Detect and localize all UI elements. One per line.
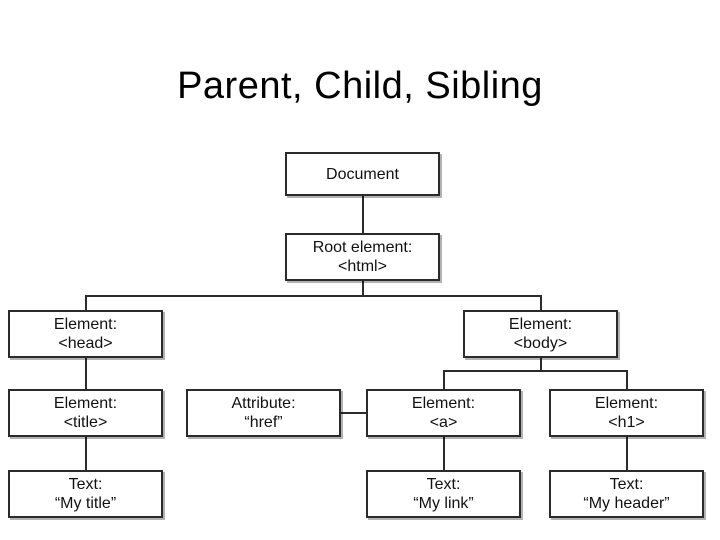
node-element-h1-line1: Element: xyxy=(594,395,659,412)
node-text-my-link-line1: Text: xyxy=(426,476,461,493)
node-text-my-title-line2: “My title” xyxy=(54,495,117,512)
node-attribute-href[interactable]: Attribute: “href” xyxy=(186,389,341,437)
connector-h1-text xyxy=(626,437,628,470)
node-text-my-header-line1: Text: xyxy=(609,476,644,493)
connector-body-h1 xyxy=(626,370,628,389)
node-root-element[interactable]: Root element: <html> xyxy=(285,233,440,281)
node-root-element-line2: <html> xyxy=(338,258,387,275)
page-title: Parent, Child, Sibling xyxy=(177,65,543,108)
node-element-body-line2: <body> xyxy=(513,335,568,352)
node-element-a[interactable]: Element: <a> xyxy=(366,389,521,437)
node-element-body-line1: Element: xyxy=(508,316,573,333)
node-element-h1-line2: <h1> xyxy=(608,414,645,431)
node-document-line1: Document xyxy=(326,165,399,183)
node-element-head[interactable]: Element: <head> xyxy=(8,310,163,358)
node-document[interactable]: Document xyxy=(285,152,440,196)
connector-document-root xyxy=(362,196,364,233)
node-root-element-line1: Root element: xyxy=(312,239,413,256)
connector-root-head xyxy=(85,295,87,310)
node-element-h1[interactable]: Element: <h1> xyxy=(549,389,704,437)
connector-body-a xyxy=(443,370,445,389)
node-text-my-link-line2: “My link” xyxy=(413,495,474,512)
connector-body-bus xyxy=(443,370,628,372)
node-text-my-title-line1: Text: xyxy=(68,476,103,493)
connector-root-down xyxy=(362,281,364,296)
node-text-my-link[interactable]: Text: “My link” xyxy=(366,470,521,518)
node-attribute-href-line2: “href” xyxy=(244,414,283,431)
connector-title-text xyxy=(85,437,87,470)
node-element-a-line1: Element: xyxy=(411,395,476,412)
node-element-body[interactable]: Element: <body> xyxy=(463,310,618,358)
node-element-title-line1: Element: xyxy=(53,395,118,412)
connector-a-text xyxy=(443,437,445,470)
node-text-my-header[interactable]: Text: “My header” xyxy=(549,470,704,518)
connector-head-title xyxy=(85,358,87,389)
node-element-a-line2: <a> xyxy=(429,414,458,431)
node-text-my-header-line2: “My header” xyxy=(583,495,670,512)
connector-href-a xyxy=(341,412,366,414)
connector-body-down xyxy=(540,358,542,371)
node-element-title-line2: <title> xyxy=(63,414,108,431)
node-element-head-line2: <head> xyxy=(58,335,113,352)
node-element-title[interactable]: Element: <title> xyxy=(8,389,163,437)
connector-root-bus xyxy=(85,295,541,297)
node-element-head-line1: Element: xyxy=(53,316,118,333)
node-text-my-title[interactable]: Text: “My title” xyxy=(8,470,163,518)
node-attribute-href-line1: Attribute: xyxy=(231,395,296,412)
connector-root-body xyxy=(540,295,542,310)
